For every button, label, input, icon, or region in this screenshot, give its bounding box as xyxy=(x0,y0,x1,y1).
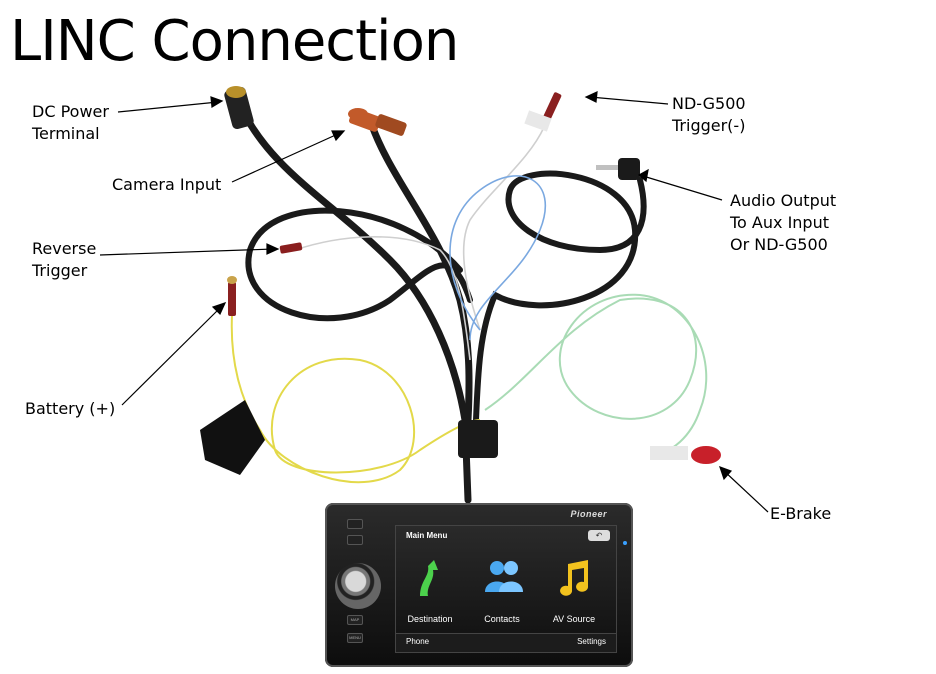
status-led xyxy=(623,541,627,545)
pointer-arrows xyxy=(99,91,769,513)
volume-knob[interactable] xyxy=(335,563,381,609)
green-wire xyxy=(484,293,708,456)
touch-screen: Main Menu ↶ Destination Contacts AV Sour… xyxy=(395,525,617,653)
ebrake-tag xyxy=(650,446,688,460)
ebrake-connector xyxy=(691,446,721,464)
menu-button[interactable]: MENU xyxy=(347,633,363,643)
rca-camera-connector xyxy=(348,108,407,136)
map-button[interactable]: MAP xyxy=(347,615,363,625)
contacts-icon[interactable] xyxy=(482,556,526,598)
screen-title: Main Menu xyxy=(406,531,448,540)
fuse-holder xyxy=(200,400,265,475)
label-audio-output: Audio Output To Aux Input Or ND-G500 xyxy=(730,191,837,254)
white-blue-wires xyxy=(294,124,546,361)
reverse-trigger-connector xyxy=(279,242,303,254)
brand-logo: Pioneer xyxy=(570,509,607,519)
menu-label-contacts: Contacts xyxy=(484,614,520,624)
audio-jack-connector xyxy=(596,158,640,180)
settings-button[interactable]: Settings xyxy=(577,637,606,646)
label-dc-power-terminal: DC Power Terminal xyxy=(32,102,109,143)
dc-power-connector xyxy=(224,86,254,130)
ndg500-trigger-connector xyxy=(542,92,562,122)
destination-icon[interactable] xyxy=(410,556,454,598)
label-ndg500-trigger: ND-G500 Trigger(-) xyxy=(672,94,746,135)
power-button[interactable] xyxy=(347,519,363,529)
page-title: LINC Connection xyxy=(10,9,459,74)
black-cables xyxy=(236,101,647,504)
label-battery: Battery (+) xyxy=(25,399,116,418)
battery-connector xyxy=(228,282,236,316)
head-unit: Pioneer MAP MENU Main Menu ↶ Destination… xyxy=(325,503,633,667)
menu-label-av-source: AV Source xyxy=(552,614,596,624)
av-source-icon[interactable] xyxy=(554,556,598,598)
junction-block xyxy=(458,420,498,458)
mute-button[interactable] xyxy=(347,535,363,545)
phone-button[interactable]: Phone xyxy=(406,637,430,646)
label-reverse-trigger: Reverse Trigger xyxy=(32,239,97,280)
menu-label-destination: Destination xyxy=(407,614,453,624)
label-camera-input: Camera Input xyxy=(112,175,222,194)
screen-bottom-bar: Phone Settings xyxy=(396,633,616,652)
back-button[interactable]: ↶ xyxy=(588,530,610,541)
yellow-wire xyxy=(230,314,481,484)
label-ebrake: E-Brake xyxy=(770,504,832,523)
